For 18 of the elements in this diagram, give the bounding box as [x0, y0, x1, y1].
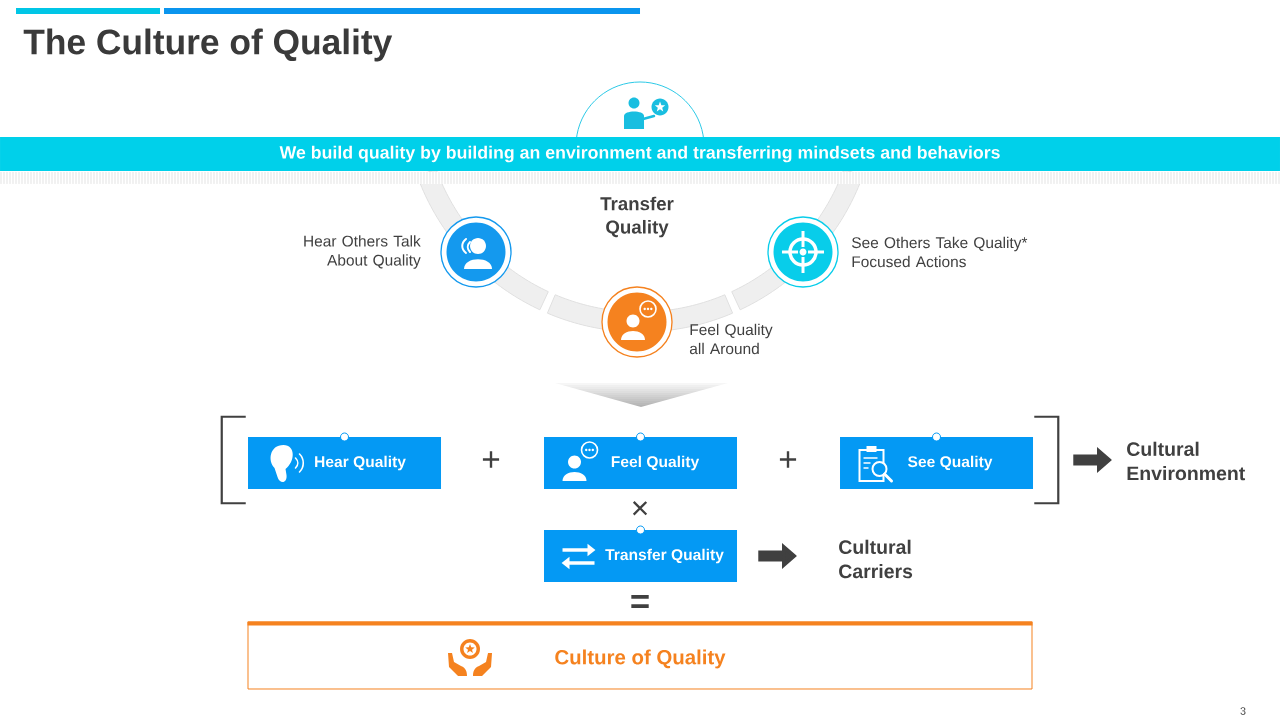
process-box: See Quality: [840, 437, 1033, 489]
equals-sign: =: [631, 595, 649, 609]
outcome-text: Cultural Carriers: [839, 539, 913, 579]
arc-heading: Transfer Quality: [600, 196, 674, 238]
process-box: Transfer Quality: [544, 530, 737, 582]
title: The Culture of Quality: [23, 28, 393, 62]
plus-sign: +: [482, 451, 500, 468]
times-sign: ×: [632, 501, 648, 516]
process-box: Hear Quality: [248, 437, 441, 489]
plus-sign: +: [779, 451, 797, 468]
caption-text: Hear Others Talk About Quality: [304, 235, 421, 269]
outcome-text: Cultural Environment: [1127, 441, 1245, 481]
banner: We build quality by building an environment and transferring mindsets and behaviors: [0, 137, 1280, 171]
result-box: Culture of Quality: [247, 621, 1033, 690]
process-box: Feel Quality: [544, 437, 737, 489]
caption-text: Feel Quality all Around: [689, 323, 773, 355]
caption-text: See Others Take Quality* Focused Actions: [852, 236, 1028, 268]
page-number: 3: [1240, 707, 1246, 715]
